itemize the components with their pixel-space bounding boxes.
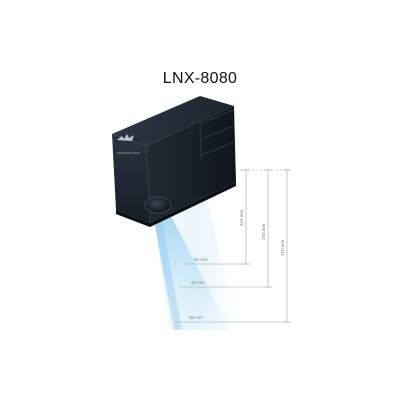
teledyne-logo-icon <box>117 134 134 141</box>
distance-label-210: 210 mm <box>239 209 244 226</box>
product-title: LNX-8080 <box>162 70 238 87</box>
housing-side-ridges <box>199 109 235 161</box>
housing-top-face <box>112 96 234 146</box>
distance-label-250: 250 mm <box>261 223 266 240</box>
beam-cone <box>152 207 230 330</box>
beam-edge-left <box>152 207 182 330</box>
housing-front-face <box>112 134 150 223</box>
camera-lens <box>145 197 171 213</box>
camera-lens-ring <box>144 196 172 214</box>
brand-logo-text: TELEDYNE DALSA <box>117 151 140 155</box>
width-dimension-lines <box>175 263 287 323</box>
camera-housing: TELEDYNE DALSA <box>112 96 236 227</box>
width-label-26: 26 mm <box>194 257 208 262</box>
width-label-36: 36 mm <box>189 315 203 320</box>
width-label-33: 33 mm <box>191 280 205 285</box>
housing-side-face <box>146 106 236 223</box>
distance-label-310: 310 mm <box>280 239 285 256</box>
